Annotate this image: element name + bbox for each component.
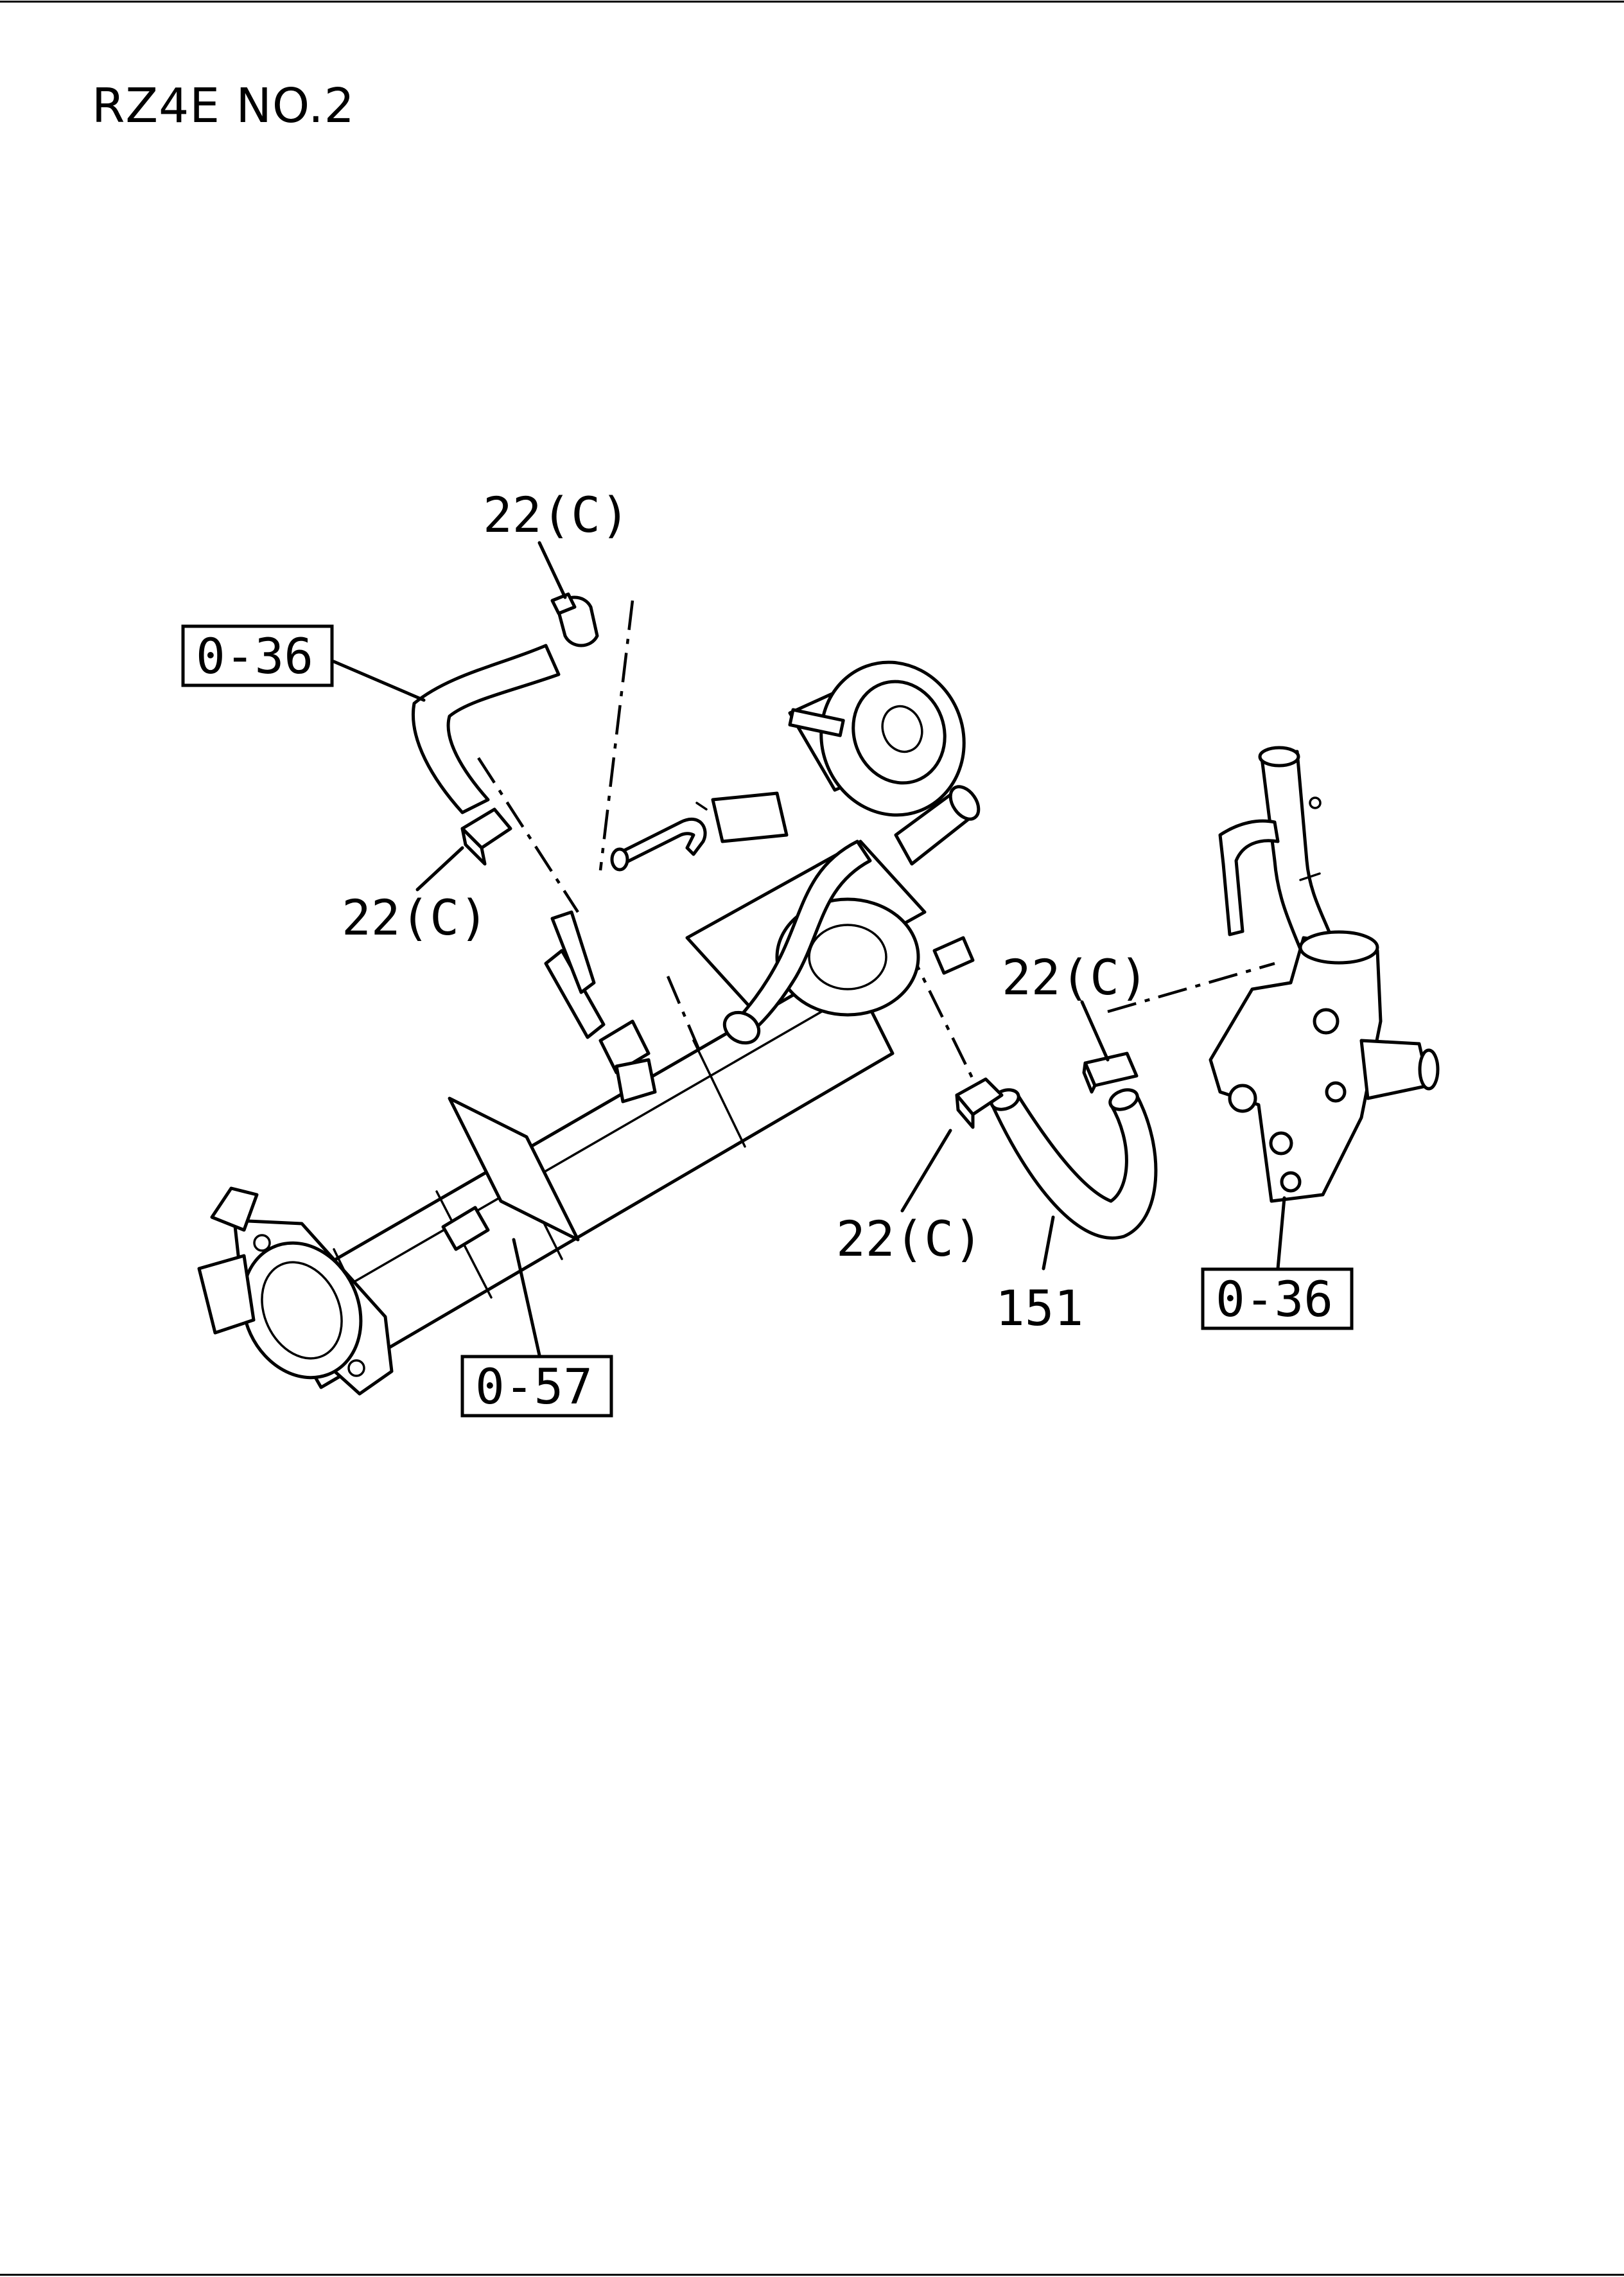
- callout-clamp-top: 22(C): [483, 486, 630, 543]
- clamp-left: [460, 807, 596, 994]
- callout-ref-thermostat-housing: 0-36: [1216, 1270, 1333, 1328]
- clamp-mid: [955, 1077, 1004, 1129]
- callout-ref-hose-top: 0-36: [196, 628, 313, 685]
- callout-clamp-left: 22(C): [342, 889, 489, 946]
- callout-ref-egr-cooler: 0-57: [475, 1358, 593, 1415]
- egr-cooler: [197, 949, 895, 1396]
- ref-box-thermostat-housing: [1201, 1267, 1354, 1330]
- ref-box-hose-top: [181, 624, 334, 687]
- clamp-right: [1082, 1051, 1139, 1094]
- hose-151: [990, 1088, 1158, 1240]
- egr-valve: [610, 660, 981, 1045]
- leader-lines: [332, 541, 1286, 1357]
- callout-clamp-mid: 22(C): [836, 1210, 983, 1267]
- clamp-top: [550, 592, 599, 647]
- ref-box-egr-cooler: [460, 1355, 613, 1418]
- diagram-title: RZ4E NO.2: [92, 78, 355, 134]
- top-border: [0, 1, 1624, 3]
- callout-hose-151: 151: [995, 1279, 1083, 1337]
- callout-clamp-right: 22(C): [1002, 949, 1149, 1006]
- hose-upper-left: [412, 644, 561, 814]
- thermostat-housing: [1209, 746, 1440, 1203]
- bottom-border: [0, 2274, 1624, 2276]
